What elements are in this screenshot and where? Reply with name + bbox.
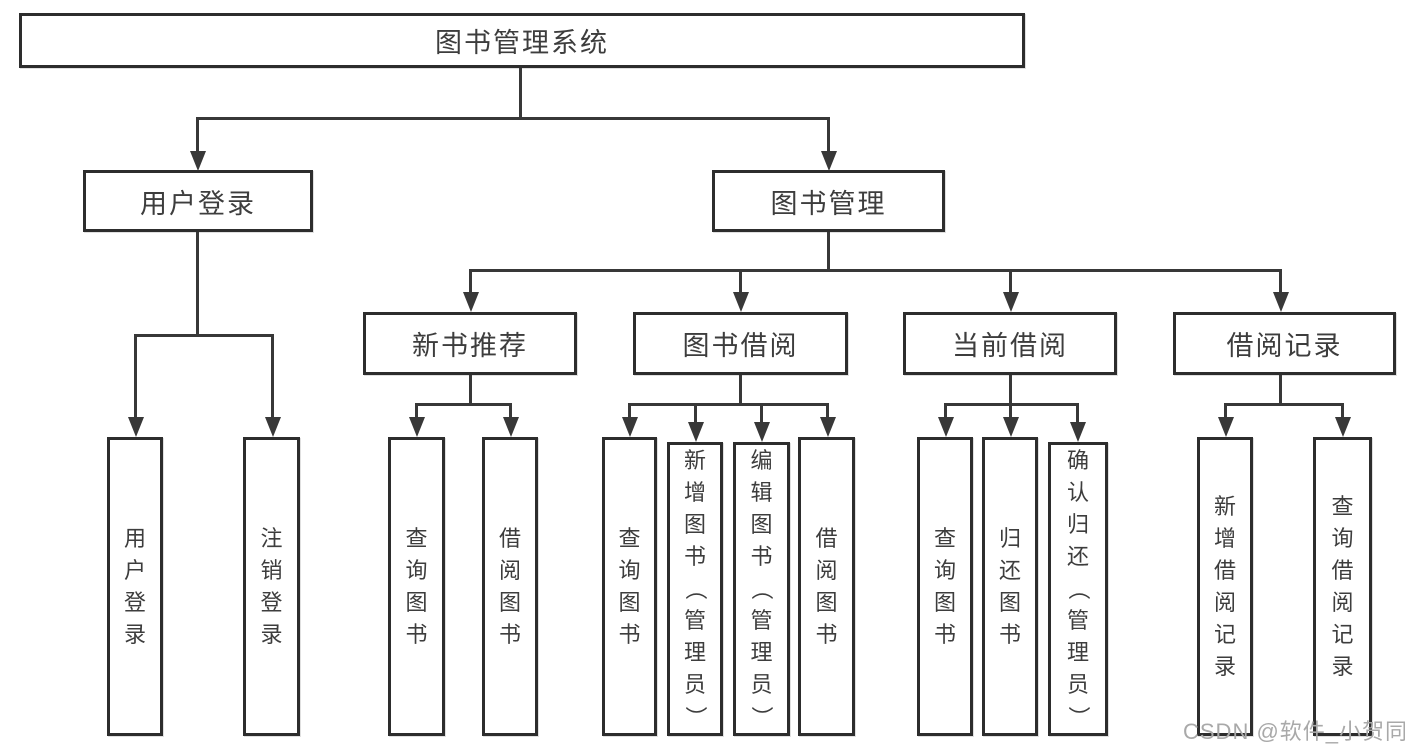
leaf-edit-book-admin: 编辑图书（管理员） — [733, 442, 790, 736]
connector-drop-user-login — [196, 117, 199, 153]
connector-records-bar — [1224, 403, 1343, 406]
leaf-confirm-return-admin: 确认归还（管理员） — [1048, 442, 1108, 736]
connector-drop-book-mgmt — [827, 117, 830, 153]
watermark: CSDN @软件_小贺同学 — [1183, 719, 1405, 744]
leaf-query-books-borrow: 查询图书 — [602, 437, 657, 736]
arrow-down-icon — [409, 417, 425, 437]
arrow-down-icon — [503, 417, 519, 437]
connector-drop-leaf — [1224, 403, 1227, 420]
leaf-query-books-current: 查询图书 — [917, 437, 973, 736]
connector-drop-leaf — [271, 334, 274, 420]
connector-drop-leaf — [134, 334, 137, 420]
leaf-query-books-recommend: 查询图书 — [388, 437, 445, 736]
connector-recommend-bar — [415, 403, 512, 406]
node-book-management: 图书管理 — [712, 170, 945, 232]
arrow-down-icon — [128, 417, 144, 437]
arrow-down-icon — [938, 417, 954, 437]
node-user-login: 用户登录 — [83, 170, 313, 232]
connector-drop-leaf — [944, 403, 947, 420]
arrow-down-icon — [463, 292, 479, 312]
connector-drop-leaf — [826, 403, 829, 420]
connector-borrow-stem — [739, 375, 742, 405]
connector-userlogin-bar — [134, 334, 274, 337]
arrow-down-icon — [1070, 422, 1086, 442]
node-new-book-recommend: 新书推荐 — [363, 312, 577, 375]
connector-borrow-bar — [628, 403, 828, 406]
connector-bookmgmt-stem — [827, 232, 830, 271]
connector-drop-leaf — [694, 403, 697, 425]
leaf-borrow-books-recommend: 借阅图书 — [482, 437, 538, 736]
connector-level3-bar — [469, 269, 1281, 272]
connector-drop-leaf — [628, 403, 631, 420]
arrow-down-icon — [1273, 292, 1289, 312]
connector-drop-module — [739, 269, 742, 296]
connector-drop-leaf — [1341, 403, 1344, 420]
arrow-down-icon — [820, 417, 836, 437]
arrow-down-icon — [1218, 417, 1234, 437]
arrow-down-icon — [1335, 417, 1351, 437]
connector-current-stem — [1009, 375, 1012, 405]
node-borrow-records: 借阅记录 — [1173, 312, 1396, 375]
arrow-down-icon — [190, 151, 206, 171]
leaf-user-login: 用户登录 — [107, 437, 163, 736]
connector-drop-leaf — [760, 403, 763, 425]
connector-drop-module — [1009, 269, 1012, 296]
connector-drop-leaf — [1076, 403, 1079, 425]
leaf-borrow-books-borrow: 借阅图书 — [798, 437, 855, 736]
leaf-add-book-admin: 新增图书（管理员） — [667, 442, 723, 736]
arrow-down-icon — [754, 422, 770, 442]
leaf-add-borrow-record: 新增借阅记录 — [1197, 437, 1253, 736]
node-book-borrow: 图书借阅 — [633, 312, 848, 375]
connector-drop-leaf — [415, 403, 418, 420]
leaf-query-borrow-record: 查询借阅记录 — [1313, 437, 1372, 736]
arrow-down-icon — [733, 292, 749, 312]
arrow-down-icon — [688, 422, 704, 442]
arrow-down-icon — [265, 417, 281, 437]
connector-drop-leaf — [1009, 403, 1012, 420]
connector-records-stem — [1279, 375, 1282, 405]
node-current-borrow: 当前借阅 — [903, 312, 1117, 375]
arrow-down-icon — [1003, 417, 1019, 437]
connector-userlogin-stem — [196, 232, 199, 337]
connector-recommend-stem — [469, 375, 472, 405]
leaf-logout: 注销登录 — [243, 437, 300, 736]
connector-drop-leaf — [509, 403, 512, 420]
node-root: 图书管理系统 — [19, 13, 1025, 68]
connector-root-stem — [519, 68, 522, 119]
leaf-return-book: 归还图书 — [982, 437, 1038, 736]
connector-drop-module — [1279, 269, 1282, 296]
connector-level2-bar — [196, 117, 830, 120]
connector-drop-module — [469, 269, 472, 296]
arrow-down-icon — [821, 151, 837, 171]
arrow-down-icon — [1003, 292, 1019, 312]
arrow-down-icon — [622, 417, 638, 437]
